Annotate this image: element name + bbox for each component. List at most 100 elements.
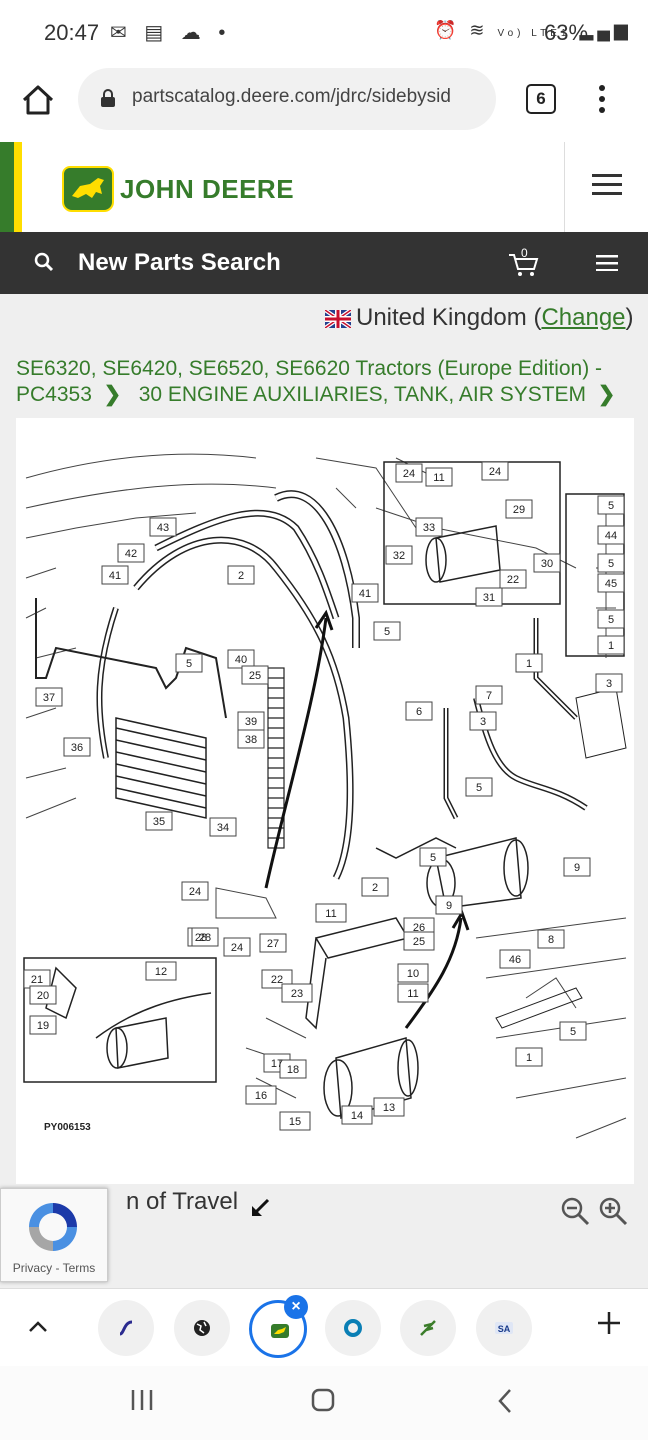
battery-percentage: 63% (544, 20, 589, 45)
new-parts-search-link[interactable]: New Parts Search (78, 249, 281, 276)
recaptcha-separator: - (52, 1261, 63, 1275)
svg-text:15: 15 (289, 1116, 301, 1128)
close-tab-icon[interactable]: × (284, 1295, 308, 1319)
svg-text:31: 31 (483, 592, 495, 604)
svg-text:7: 7 (486, 690, 492, 702)
svg-text:35: 35 (153, 816, 165, 828)
brand-name[interactable]: JOHN DEERE (120, 174, 295, 204)
home-button-icon[interactable] (311, 1388, 335, 1412)
svg-text:5: 5 (430, 852, 436, 864)
site-menu-button[interactable] (564, 142, 648, 232)
john-deere-logo-icon[interactable] (62, 166, 114, 212)
svg-text:10: 10 (407, 968, 419, 980)
svg-text:9: 9 (446, 900, 452, 912)
hamburger-menu-icon[interactable] (592, 174, 622, 196)
chevron-up-icon[interactable] (26, 1316, 50, 1336)
svg-text:1: 1 (526, 1052, 532, 1064)
notification-icons: ✉ ▤ ☁ • (110, 22, 232, 44)
change-country-link[interactable]: Change (541, 304, 626, 331)
svg-text:41: 41 (109, 570, 121, 582)
home-icon[interactable] (20, 82, 56, 118)
breadcrumb-item-section[interactable]: 30 ENGINE AUXILIARIES, TANK, AIR SYSTEM (138, 383, 587, 406)
svg-text:40: 40 (235, 654, 247, 666)
recaptcha-badge[interactable]: Privacy - Terms (0, 1188, 108, 1282)
url-bar[interactable] (78, 68, 496, 130)
svg-text:45: 45 (605, 578, 617, 590)
svg-text:25: 25 (249, 670, 261, 682)
system-status-icons: ⏰ ≋ Vo) LTE1 ▂▄▆ (434, 20, 632, 40)
svg-text:19: 19 (37, 1020, 49, 1032)
svg-text:5: 5 (570, 1026, 576, 1038)
diagram-figure-id: PY006153 (44, 1122, 91, 1133)
cart-icon[interactable] (508, 250, 540, 278)
recent-apps-icon[interactable] (130, 1388, 154, 1412)
uk-flag-icon (325, 310, 351, 328)
svg-text:41: 41 (359, 588, 371, 600)
zoom-in-icon[interactable] (598, 1196, 628, 1226)
tab-circle-icon[interactable] (325, 1300, 381, 1356)
svg-text:1: 1 (608, 640, 614, 652)
svg-text:6: 6 (416, 706, 422, 718)
brand-stripe (0, 142, 22, 232)
svg-text:SA: SA (498, 1324, 511, 1334)
svg-text:24: 24 (189, 886, 201, 898)
tab-john-deere-icon[interactable] (249, 1300, 307, 1358)
svg-text:12: 12 (155, 966, 167, 978)
svg-text:18: 18 (287, 1064, 299, 1076)
recaptcha-links: Privacy - Terms (1, 1261, 107, 1275)
svg-text:5: 5 (608, 614, 614, 626)
svg-text:33: 33 (423, 522, 435, 534)
breadcrumb: SE6320, SE6420, SE6520, SE6620 Tractors … (16, 356, 632, 408)
svg-text:11: 11 (407, 988, 418, 1000)
recaptcha-terms-link[interactable]: Terms (62, 1261, 96, 1275)
svg-text:28: 28 (199, 932, 211, 944)
direction-of-travel-label: n of Travel (126, 1188, 239, 1215)
tab-sa-icon[interactable]: SA (476, 1300, 532, 1356)
svg-text:22: 22 (271, 974, 283, 986)
svg-text:14: 14 (351, 1110, 363, 1122)
recaptcha-privacy-link[interactable]: Privacy (12, 1261, 53, 1275)
svg-text:17: 17 (271, 1058, 283, 1070)
cart-count-badge: 0 (521, 246, 528, 260)
more-options-icon[interactable] (597, 84, 607, 114)
tab-globe-icon[interactable] (174, 1300, 230, 1356)
svg-text:1: 1 (526, 658, 532, 670)
url-text[interactable]: partscatalog.deere.com/jdrc/sidebysid (132, 86, 451, 107)
svg-text:23: 23 (291, 988, 303, 1000)
new-tab-icon[interactable] (596, 1310, 622, 1336)
svg-text:8: 8 (548, 934, 554, 946)
tab-count-button[interactable]: 6 (526, 84, 556, 114)
svg-text:11: 11 (433, 472, 444, 484)
svg-text:34: 34 (217, 822, 229, 834)
parts-nav-bar (0, 232, 648, 294)
paren-close: ) (625, 304, 634, 331)
svg-text:22: 22 (507, 574, 519, 586)
svg-text:38: 38 (245, 734, 257, 746)
svg-text:3: 3 (606, 678, 612, 690)
breadcrumb-item-model[interactable]: SE6320, SE6420, SE6520, SE6620 Tractors … (16, 357, 603, 406)
lock-icon (101, 89, 115, 107)
svg-text:28: 28 (195, 932, 207, 944)
svg-text:9: 9 (574, 862, 580, 874)
svg-text:11: 11 (325, 908, 336, 920)
svg-text:2: 2 (238, 570, 244, 582)
tab-s-icon[interactable] (98, 1300, 154, 1356)
svg-text:5: 5 (608, 558, 614, 570)
chevron-right-icon: ❯ (97, 383, 133, 406)
search-icon[interactable] (34, 252, 54, 272)
zoom-out-icon[interactable] (560, 1196, 590, 1226)
country-name: United Kingdom (356, 304, 527, 331)
system-nav-bar (0, 1366, 648, 1440)
back-icon[interactable] (497, 1388, 513, 1414)
tab-feather-icon[interactable] (400, 1300, 456, 1356)
svg-text:16: 16 (255, 1090, 267, 1102)
svg-text:20: 20 (37, 990, 49, 1002)
svg-text:21: 21 (31, 974, 43, 986)
svg-text:25: 25 (413, 936, 425, 948)
svg-text:30: 30 (541, 558, 553, 570)
svg-text:36: 36 (71, 742, 83, 754)
svg-text:37: 37 (43, 692, 55, 704)
nav-menu-icon[interactable] (596, 255, 618, 271)
